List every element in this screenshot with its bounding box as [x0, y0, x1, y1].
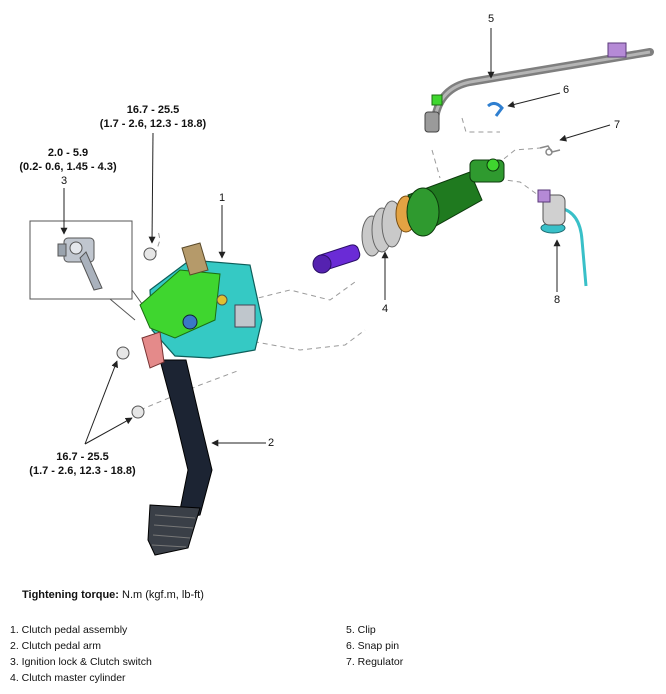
part-number-2: 2	[268, 437, 275, 449]
snap-pin-icon	[487, 101, 504, 117]
tightening-torque-heading: Tightening torque: N.m (kgf.m, lb-ft)	[22, 589, 204, 601]
master-cylinder-icon	[312, 158, 505, 274]
torque-callout-switch: 2.0 - 5.9 (0.2- 0.6, 1.45 - 4.3)	[8, 146, 128, 174]
legend-item: 1. Clutch pedal assembly	[10, 624, 128, 636]
part-number-1: 1	[219, 192, 226, 204]
part-number-5: 5	[488, 13, 495, 25]
legend-item: 4. Clutch master cylinder	[10, 672, 126, 684]
torque-sub: (0.2- 0.6, 1.45 - 4.3)	[19, 161, 117, 173]
legend-item: 3. Ignition lock & Clutch switch	[10, 656, 152, 668]
tightening-units: N.m (kgf.m, lb-ft)	[118, 589, 204, 601]
torque-callout-top: 16.7 - 25.5 (1.7 - 2.6, 12.3 - 18.8)	[92, 103, 214, 131]
tightening-label: Tightening torque:	[22, 589, 119, 601]
clutch-assembly-diagram	[29, 28, 654, 556]
part-number-4: 4	[382, 303, 389, 315]
torque-sub: (1.7 - 2.6, 12.3 - 18.8)	[99, 118, 207, 130]
torque-value: 16.7 - 25.5	[126, 104, 180, 116]
torque-sub: (1.7 - 2.6, 12.3 - 18.8)	[29, 465, 136, 477]
legend-left: 1. Clutch pedal assembly 2. Clutch pedal…	[10, 622, 152, 686]
reservoir-hose-icon	[537, 189, 588, 287]
part-number-6: 6	[563, 84, 570, 96]
nut-icons	[116, 247, 157, 419]
regulator-icon	[539, 145, 561, 156]
legend-item: 2. Clutch pedal arm	[10, 640, 102, 652]
legend-item: 7. Regulator	[346, 656, 404, 668]
legend-right: 5. Clip 6. Snap pin 7. Regulator	[346, 622, 403, 670]
legend-item: 6. Snap pin	[346, 640, 400, 652]
part-number-3: 3	[61, 175, 68, 187]
line-pipe-icon	[424, 42, 654, 133]
leader-lines	[60, 28, 611, 447]
torque-value: 16.7 - 25.5	[56, 451, 109, 463]
pedal-arm-icon	[147, 359, 213, 556]
legend-item: 5. Clip	[346, 624, 376, 636]
torque-callout-bottom: 16.7 - 25.5 (1.7 - 2.6, 12.3 - 18.8)	[20, 450, 145, 478]
clutch-switch-icon	[57, 237, 103, 291]
switch-inset	[29, 220, 151, 321]
pedal-bracket-icon	[139, 242, 263, 369]
part-number-7: 7	[614, 119, 621, 131]
torque-value: 2.0 - 5.9	[47, 147, 89, 159]
part-number-8: 8	[554, 294, 561, 306]
